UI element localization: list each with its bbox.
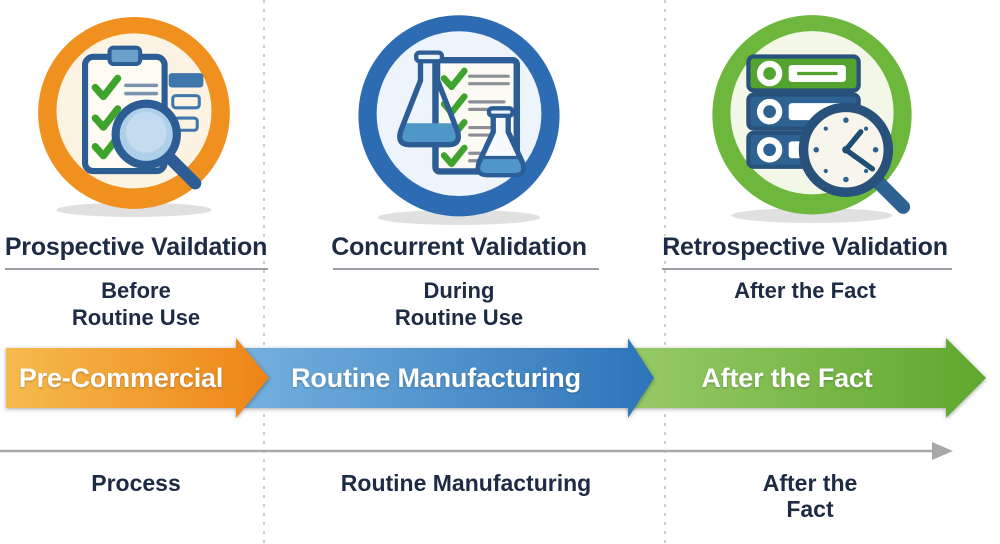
banner-label: Routine Manufacturing	[291, 362, 581, 393]
archive-clock-magnifier-icon	[712, 15, 912, 223]
prospective-icon-medallion	[32, 14, 236, 223]
side-documents	[168, 73, 204, 132]
section-subtitle-prospective: Before Routine Use	[71, 278, 201, 330]
banner-label: After the Fact	[701, 362, 873, 393]
clock-magnifier	[798, 102, 911, 214]
banner-segment-green-wrap: After the Fact	[628, 338, 986, 418]
title-underline-concurrent	[333, 268, 599, 270]
section-subtitle-retrospective: After the Fact	[734, 278, 876, 303]
banner-segment-pre-commercial: Pre-Commercial	[6, 338, 269, 418]
timeline-label-process: Process	[91, 470, 181, 496]
timeline-label-after-the-fact: After the Fact	[762, 470, 858, 523]
magnifier	[111, 99, 202, 190]
clipboard-checklist-magnifier-icon	[38, 17, 230, 217]
section-title-retrospective: Retrospective Validation	[662, 233, 948, 261]
large-flask	[397, 50, 462, 148]
banner-segment-orange-wrap: Pre-Commercial	[6, 338, 269, 418]
timeline-axis-arrow	[0, 442, 953, 460]
timeline-label-routine-manufacturing: Routine Manufacturing	[340, 470, 592, 496]
banner-segment-routine-manufacturing: Routine Manufacturing	[244, 338, 654, 418]
section-divider-left	[263, 0, 265, 544]
concurrent-icon-medallion	[352, 12, 566, 231]
section-title-concurrent: Concurrent Validation	[331, 233, 587, 261]
small-flask	[475, 106, 526, 178]
section-subtitle-concurrent: During Routine Use	[394, 278, 524, 330]
banner-label: Pre-Commercial	[18, 362, 224, 393]
banner-segment-after-the-fact: After the Fact	[628, 338, 986, 418]
flasks-checklist-icon	[358, 15, 560, 225]
title-underline-prospective	[5, 268, 268, 270]
section-title-prospective: Prospective Vaildation	[4, 233, 268, 261]
timeline-arrowhead	[932, 442, 953, 460]
retrospective-icon-medallion	[706, 12, 918, 229]
banner-segment-blue-wrap: Routine Manufacturing	[244, 338, 654, 418]
title-underline-retrospective	[662, 268, 952, 270]
section-divider-right	[664, 0, 666, 544]
